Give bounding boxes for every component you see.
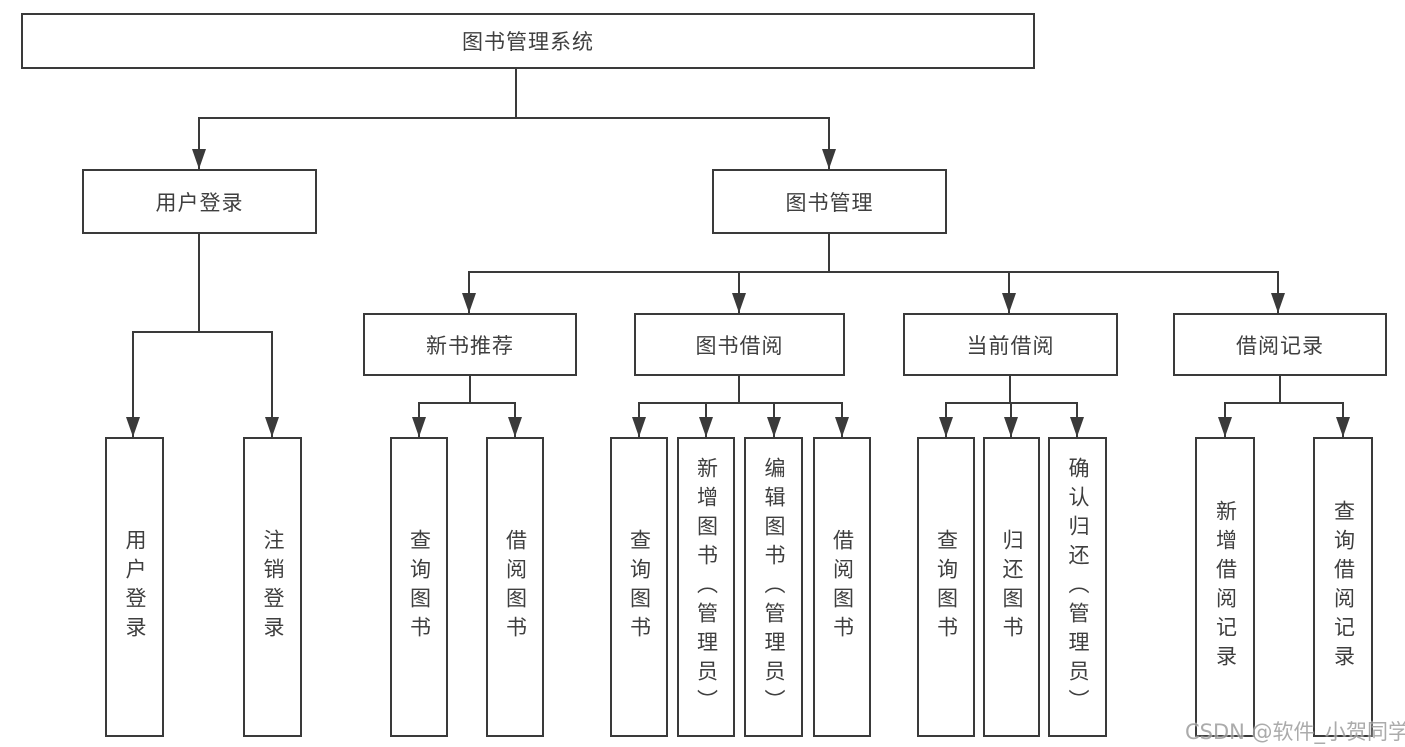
connector-line (515, 69, 517, 119)
arrow-down-icon (835, 417, 849, 437)
arrow-down-icon (732, 293, 746, 313)
arrow-down-icon (508, 417, 522, 437)
leaf-label: 新增图书（管理员） (694, 456, 719, 718)
connector-line (468, 271, 1279, 273)
connector-line (418, 402, 516, 404)
leaf-borrow-books-recommend: 借阅图书 (486, 437, 544, 737)
arrow-down-icon (939, 417, 953, 437)
arrow-down-icon (699, 417, 713, 437)
leaf-edit-books-admin: 编辑图书（管理员） (744, 437, 803, 737)
node-current-borrowing: 当前借阅 (903, 313, 1118, 376)
connector-line (1277, 271, 1279, 313)
leaf-user-login: 用户登录 (105, 437, 164, 737)
connector-line (738, 271, 740, 313)
leaf-label: 借阅图书 (830, 529, 855, 645)
leaf-label: 注销登录 (261, 529, 285, 645)
connector-line (198, 117, 830, 119)
csdn-watermark: CSDN @软件_小贺同学 (1185, 720, 1405, 744)
connector-line (132, 331, 273, 333)
leaf-add-borrow-record: 新增借阅记录 (1195, 437, 1255, 737)
connector-line (828, 117, 830, 169)
arrow-down-icon (767, 417, 781, 437)
connector-line (132, 331, 134, 437)
connector-line (738, 376, 740, 404)
leaf-label: 查询图书 (627, 529, 652, 645)
leaf-borrow-books: 借阅图书 (813, 437, 871, 737)
leaf-label: 查询图书 (407, 529, 432, 645)
connector-line (468, 271, 470, 313)
leaf-query-books-current: 查询图书 (917, 437, 975, 737)
arrow-down-icon (126, 417, 140, 437)
leaf-label: 新增借阅记录 (1213, 500, 1238, 674)
arrow-down-icon (1002, 293, 1016, 313)
arrow-down-icon (1218, 417, 1232, 437)
leaf-query-borrow-record: 查询借阅记录 (1313, 437, 1373, 737)
leaf-query-books-borrow: 查询图书 (610, 437, 668, 737)
leaf-query-books-recommend: 查询图书 (390, 437, 448, 737)
node-library-system: 图书管理系统 (21, 13, 1035, 69)
connector-line (638, 402, 843, 404)
connector-line (198, 234, 200, 333)
connector-line (828, 233, 830, 273)
arrow-down-icon (192, 149, 206, 169)
node-user-login: 用户登录 (82, 169, 317, 234)
node-new-book-recommendation: 新书推荐 (363, 313, 577, 376)
arrow-down-icon (1336, 417, 1350, 437)
connector-line (1279, 376, 1281, 404)
arrow-down-icon (632, 417, 646, 437)
node-book-borrowing: 图书借阅 (634, 313, 845, 376)
node-borrowing-records: 借阅记录 (1173, 313, 1387, 376)
connector-line (1224, 402, 1344, 404)
leaf-label: 查询图书 (934, 529, 959, 645)
leaf-return-books: 归还图书 (983, 437, 1040, 737)
arrow-down-icon (1271, 293, 1285, 313)
connector-line (198, 117, 200, 169)
leaf-logout: 注销登录 (243, 437, 302, 737)
arrow-down-icon (1070, 417, 1084, 437)
arrow-down-icon (462, 293, 476, 313)
connector-line (271, 331, 273, 437)
leaf-label: 借阅图书 (503, 529, 528, 645)
leaf-confirm-return-admin: 确认归还（管理员） (1048, 437, 1107, 737)
leaf-add-books-admin: 新增图书（管理员） (677, 437, 735, 737)
node-book-management: 图书管理 (712, 169, 947, 234)
arrow-down-icon (412, 417, 426, 437)
connector-line (469, 376, 471, 404)
arrow-down-icon (265, 417, 279, 437)
connector-line (1008, 271, 1010, 313)
arrow-down-icon (822, 149, 836, 169)
leaf-label: 归还图书 (1000, 529, 1024, 645)
leaf-label: 用户登录 (123, 529, 147, 645)
connector-line (1009, 376, 1011, 404)
leaf-label: 编辑图书（管理员） (762, 456, 786, 718)
leaf-label: 查询借阅记录 (1331, 500, 1356, 674)
arrow-down-icon (1004, 417, 1018, 437)
leaf-label: 确认归还（管理员） (1066, 456, 1090, 718)
